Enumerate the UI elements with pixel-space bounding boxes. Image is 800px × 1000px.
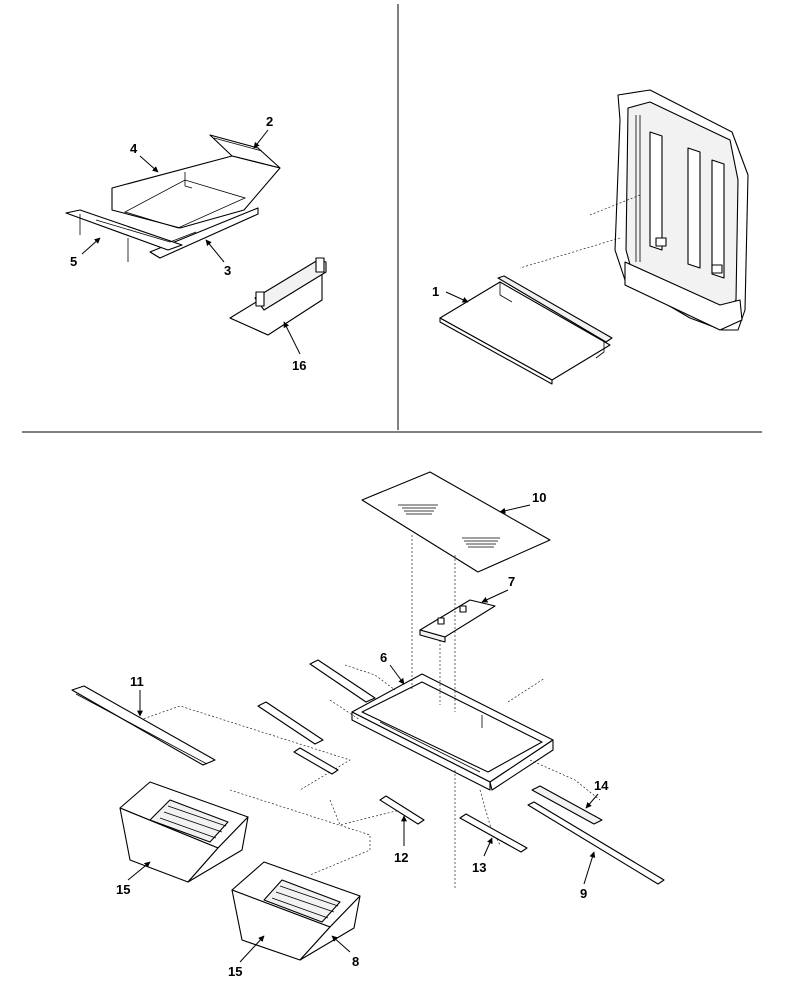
callout-14: 14 [594,778,609,793]
glass-panel-drawing [361,471,551,573]
callout-15-lower: 15 [228,964,242,979]
callout-13: 13 [472,860,486,875]
cantilever-shelf-drawing [439,275,613,385]
bracket-drawing [229,257,327,336]
long-rail-right-drawing [527,801,665,885]
crisper-bracket-drawing [419,599,496,643]
assembly-guide-lines [139,535,601,890]
callout-16: 16 [292,358,306,373]
callout-9: 9 [580,886,587,901]
callout-4: 4 [130,141,138,156]
callout-3: 3 [224,263,231,278]
callout-8: 8 [352,954,359,969]
cabinet-liner-drawing [519,89,749,331]
long-rail-drawing [71,685,216,766]
callout-1: 1 [432,284,439,299]
crisper-frame-drawing [351,673,554,791]
callout-15-upper: 15 [116,882,130,897]
shelf-assembly-drawing [65,134,281,262]
callout-10: 10 [532,490,546,505]
callout-7: 7 [508,574,515,589]
callout-5: 5 [70,254,77,269]
rail-drawing [531,785,603,825]
callout-12: 12 [394,850,408,865]
crisper-side-rails [257,659,376,745]
slide-part-drawing [293,747,425,825]
callout-11: 11 [130,674,144,689]
crisper-drawer-lower-drawing [231,861,361,961]
callout-leaders [81,129,599,963]
crisper-drawer-upper-drawing [119,781,249,883]
callout-2: 2 [266,114,273,129]
short-rail-drawing [459,813,528,853]
callout-6: 6 [380,650,387,665]
